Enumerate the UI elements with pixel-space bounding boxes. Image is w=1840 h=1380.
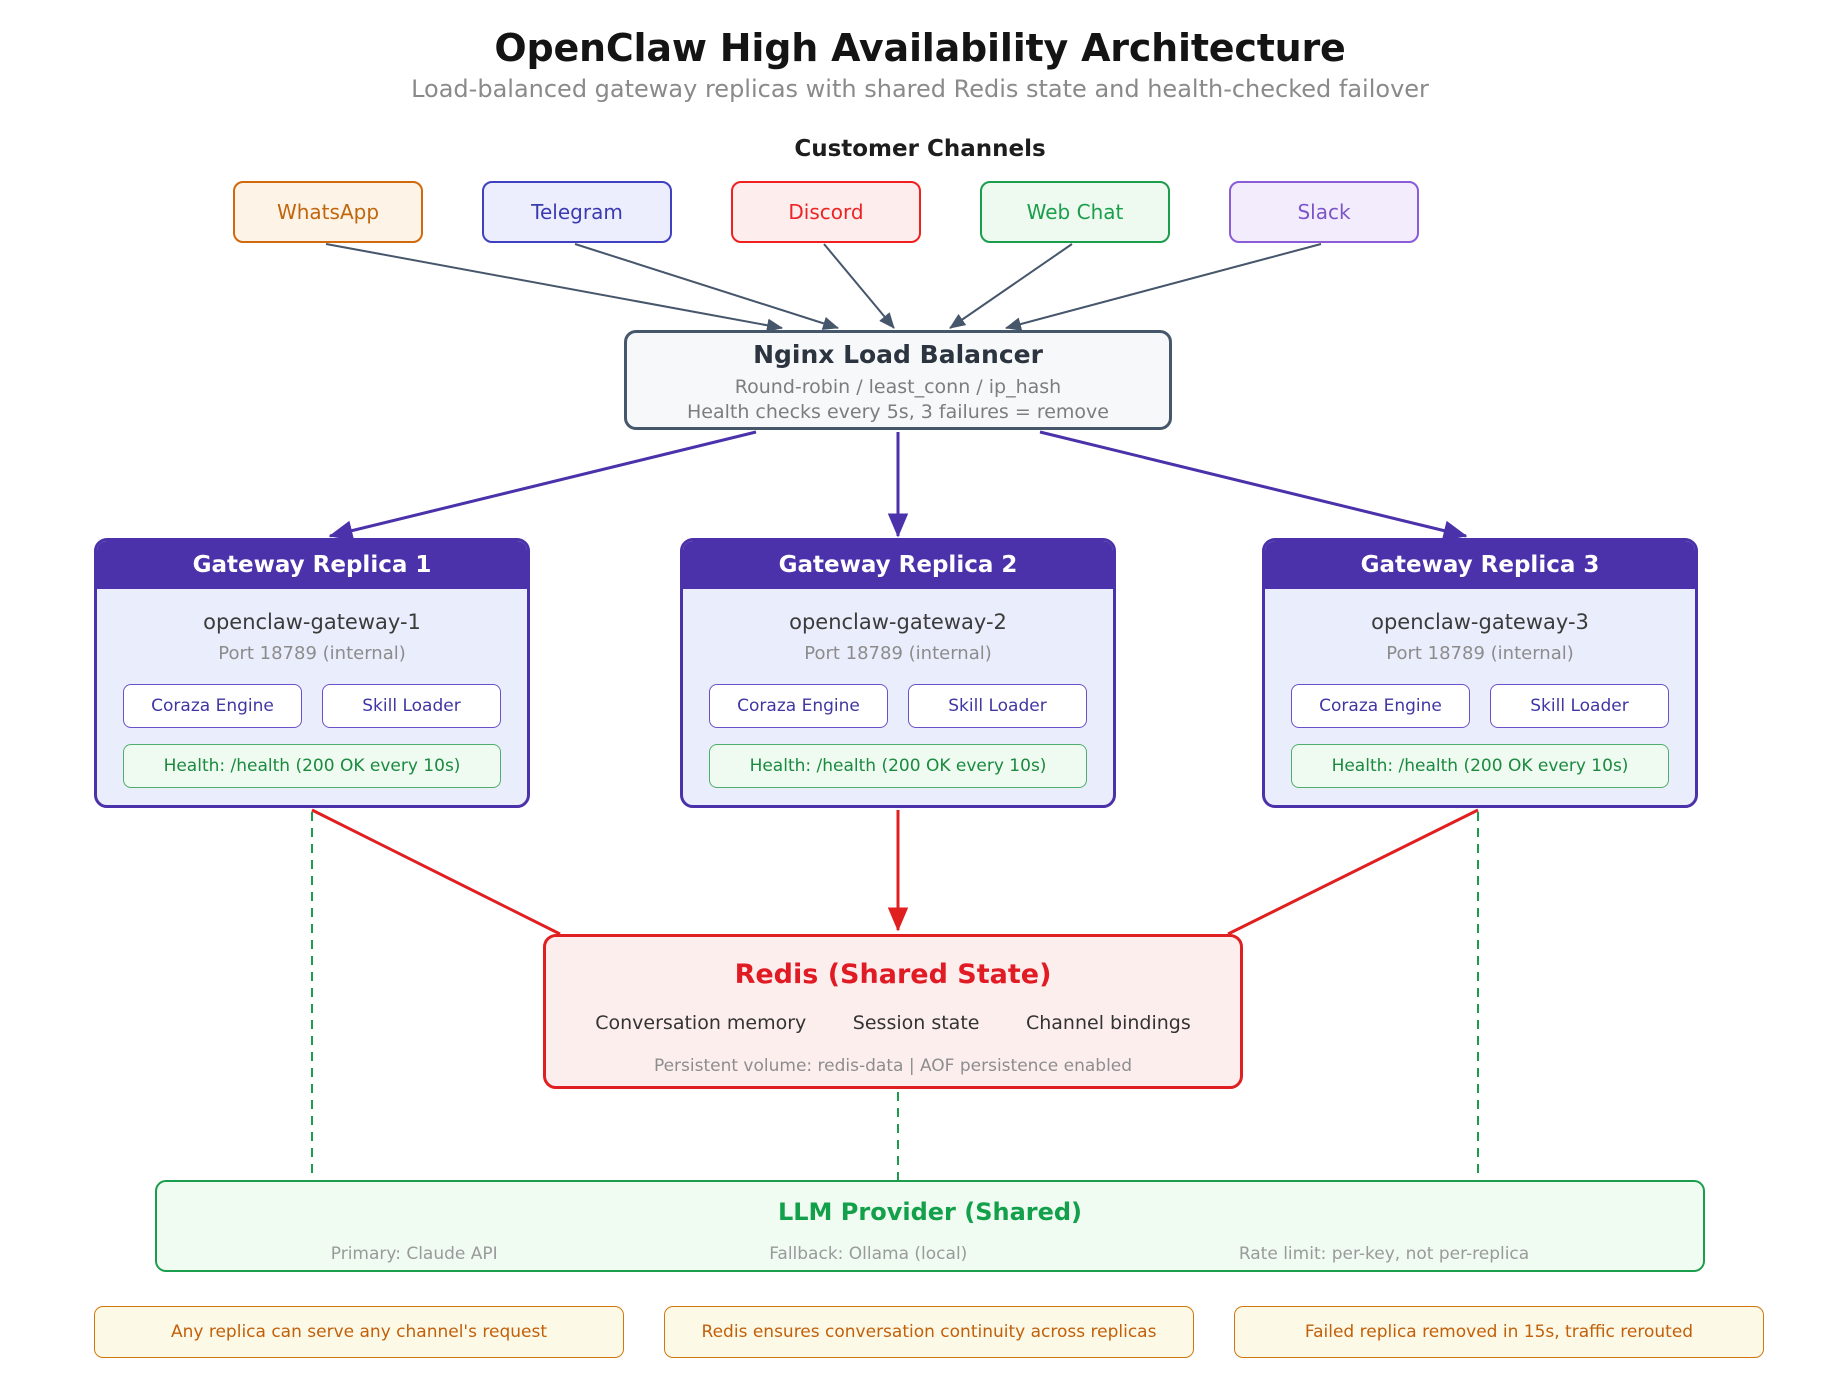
component-skill-loader[interactable]: Skill Loader [322, 684, 501, 728]
llm-item: Fallback: Ollama (local) [769, 1244, 968, 1264]
replica-header: Gateway Replica 3 [1265, 541, 1695, 589]
replica-components: Coraza Engine Skill Loader [123, 684, 501, 728]
component-skill-loader[interactable]: Skill Loader [1490, 684, 1669, 728]
replica-components: Coraza Engine Skill Loader [709, 684, 1087, 728]
channel-label: Slack [1297, 200, 1351, 224]
nginx-strategy: Round-robin / least_conn / ip_hash [734, 376, 1062, 399]
llm-provider-node[interactable]: LLM Provider (Shared) Primary: Claude AP… [155, 1180, 1705, 1272]
replica-header: Gateway Replica 1 [97, 541, 527, 589]
note-card: Redis ensures conversation continuity ac… [664, 1306, 1194, 1358]
replica-port: Port 18789 (internal) [1386, 643, 1574, 664]
replica-port: Port 18789 (internal) [218, 643, 406, 664]
channel-label: WhatsApp [276, 200, 380, 224]
channel-discord[interactable]: Discord [731, 181, 921, 243]
component-skill-loader[interactable]: Skill Loader [908, 684, 1087, 728]
component-coraza-engine[interactable]: Coraza Engine [1291, 684, 1470, 728]
nginx-load-balancer-node[interactable]: Nginx Load Balancer Round-robin / least_… [624, 330, 1172, 430]
replica-hostname: openclaw-gateway-2 [789, 610, 1007, 634]
component-coraza-engine[interactable]: Coraza Engine [709, 684, 888, 728]
channel-web-chat[interactable]: Web Chat [980, 181, 1170, 243]
redis-item-list: Conversation memory Session state Channe… [546, 1012, 1240, 1034]
channel-slack[interactable]: Slack [1229, 181, 1419, 243]
page-subtitle: Load-balanced gateway replicas with shar… [411, 75, 1429, 103]
channel-label: Discord [788, 200, 864, 224]
llm-title: LLM Provider (Shared) [777, 1198, 1083, 1226]
gateway-replica-2-node[interactable]: Gateway Replica 2 openclaw-gateway-2 Por… [680, 538, 1116, 808]
redis-shared-state-node[interactable]: Redis (Shared State) Conversation memory… [543, 934, 1243, 1089]
channel-label: Telegram [531, 200, 623, 224]
llm-item-list: Primary: Claude API Fallback: Ollama (lo… [157, 1244, 1703, 1264]
redis-item: Session state [852, 1012, 980, 1034]
replica-hostname: openclaw-gateway-3 [1371, 610, 1589, 634]
page-title: OpenClaw High Availability Architecture [494, 26, 1346, 70]
nginx-health-policy: Health checks every 5s, 3 failures = rem… [687, 400, 1109, 423]
nginx-title: Nginx Load Balancer [753, 340, 1043, 370]
llm-item: Primary: Claude API [330, 1244, 498, 1264]
channel-whatsapp[interactable]: WhatsApp [233, 181, 423, 243]
llm-item: Rate limit: per-key, not per-replica [1238, 1244, 1530, 1264]
replica-health-badge: Health: /health (200 OK every 10s) [123, 744, 501, 788]
replica-header: Gateway Replica 2 [683, 541, 1113, 589]
replica-health-badge: Health: /health (200 OK every 10s) [1291, 744, 1669, 788]
channel-label: Web Chat [1026, 200, 1124, 224]
replica-hostname: openclaw-gateway-1 [203, 610, 421, 634]
note-text: Redis ensures conversation continuity ac… [701, 1322, 1157, 1342]
note-card: Failed replica removed in 15s, traffic r… [1234, 1306, 1764, 1358]
note-text: Any replica can serve any channel's requ… [170, 1322, 547, 1342]
note-card: Any replica can serve any channel's requ… [94, 1306, 624, 1358]
redis-title: Redis (Shared State) [734, 959, 1052, 990]
redis-item: Conversation memory [595, 1012, 807, 1034]
gateway-replica-3-node[interactable]: Gateway Replica 3 openclaw-gateway-3 Por… [1262, 538, 1698, 808]
note-text: Failed replica removed in 15s, traffic r… [1304, 1322, 1694, 1342]
component-coraza-engine[interactable]: Coraza Engine [123, 684, 302, 728]
redis-footer: Persistent volume: redis-data | AOF pers… [653, 1056, 1133, 1076]
replica-health-badge: Health: /health (200 OK every 10s) [709, 744, 1087, 788]
replica-components: Coraza Engine Skill Loader [1291, 684, 1669, 728]
customer-channels-heading: Customer Channels [794, 136, 1046, 162]
replica-port: Port 18789 (internal) [804, 643, 992, 664]
gateway-replica-1-node[interactable]: Gateway Replica 1 openclaw-gateway-1 Por… [94, 538, 530, 808]
redis-item: Channel bindings [1025, 1012, 1191, 1034]
channel-telegram[interactable]: Telegram [482, 181, 672, 243]
